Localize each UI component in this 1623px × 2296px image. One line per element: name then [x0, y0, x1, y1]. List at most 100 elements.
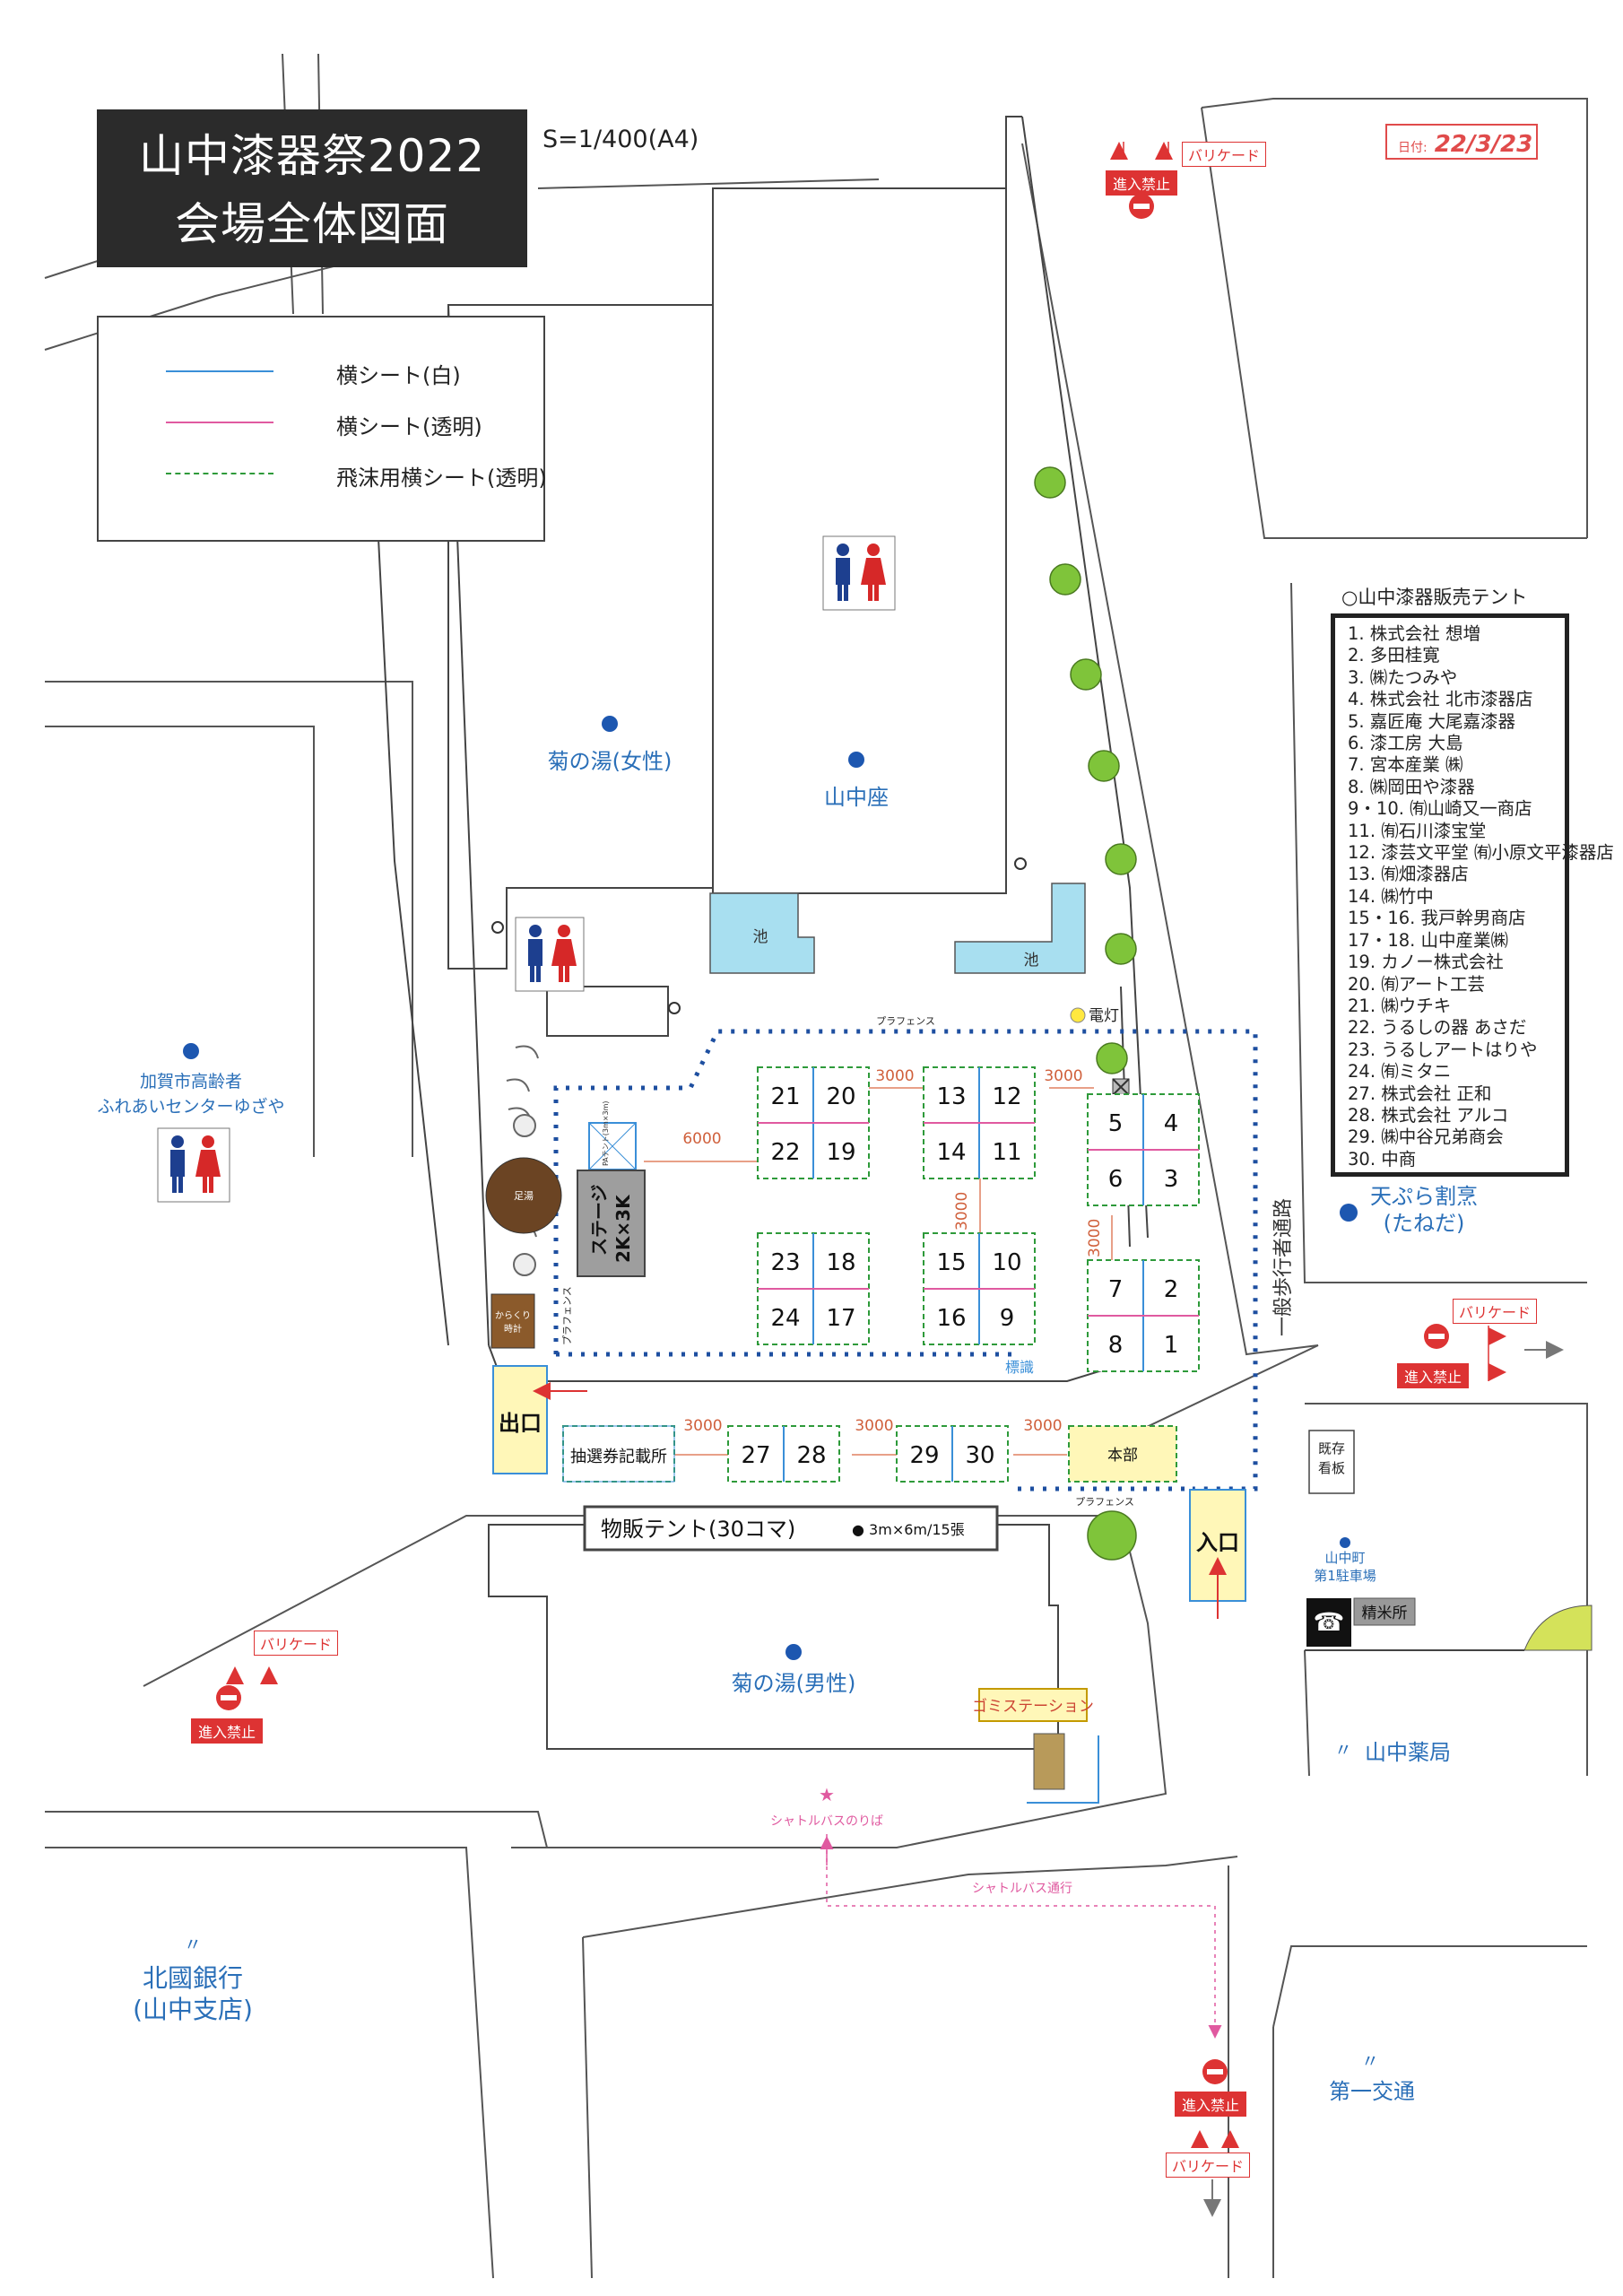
dim-3000-d: 3000 — [1086, 1219, 1104, 1257]
vendor-list-item: 11. ㈲石川漆宝堂 — [1348, 820, 1487, 841]
vendor-list-item: 28. 株式会社 アルコ — [1348, 1104, 1509, 1126]
title-box: 山中漆器祭2022 会場全体図面 — [97, 109, 527, 267]
vendor-list-item: 19. カノー株式会社 — [1348, 952, 1504, 973]
booth-number: 3 — [1164, 1166, 1179, 1193]
label-pa-tent: PAテント(3m×3m) — [602, 1101, 610, 1167]
label-honbu: 本部 — [1107, 1447, 1138, 1465]
booth-number: 28 — [796, 1442, 826, 1469]
label-fence-left: プラフェンス — [561, 1286, 573, 1345]
sales-tent-banner — [583, 1505, 999, 1552]
ashiyu-icon — [485, 1157, 562, 1234]
date-box: 日付: 22/3/23 — [1385, 124, 1538, 160]
shuttle-route — [826, 1834, 1222, 2039]
booth-number: 7 — [1108, 1276, 1124, 1303]
booth-number: 8 — [1108, 1332, 1124, 1359]
label-kikunoyu-women: 菊の湯(女性) — [548, 749, 673, 774]
vendor-list-item: 20. ㈲アート工芸 — [1348, 973, 1486, 995]
vendor-list-item: 2. 多田桂寛 — [1348, 645, 1440, 666]
date-label: 日付: — [1398, 141, 1428, 155]
barricade-left — [216, 1666, 278, 1710]
street-outlines — [44, 53, 1588, 2279]
legend-item-white-sheet: 横シート(白) — [166, 358, 542, 388]
pond-left — [709, 892, 815, 974]
barricade-bottom — [1191, 2059, 1239, 2217]
pond-right-label: 池 — [1024, 952, 1039, 970]
booth-number: 10 — [992, 1249, 1021, 1276]
label-ditto-yakkyoku: 〃 — [1334, 1739, 1352, 1761]
booth-number: 12 — [992, 1083, 1021, 1110]
booth-number: 19 — [826, 1139, 855, 1166]
dim-3000-a: 3000 — [875, 1067, 914, 1085]
booth-number: 24 — [770, 1305, 800, 1332]
dim-3000-c: 3000 — [953, 1192, 971, 1231]
label-exit: 出口 — [499, 1411, 542, 1436]
garbage-station — [978, 1688, 1088, 1722]
vendor-list-item: 22. うるしの器 あさだ — [1348, 1017, 1527, 1039]
dim-3000-b: 3000 — [1044, 1067, 1082, 1085]
vendor-list-item: 17・18. 山中産業㈱ — [1348, 929, 1509, 951]
building-yamanakaza — [712, 187, 1007, 894]
booth-number: 1 — [1164, 1332, 1179, 1359]
label-karakuri-2: 時計 — [504, 1323, 522, 1335]
label-dento: 電灯 — [1089, 1007, 1119, 1025]
dim-6000: 6000 — [682, 1130, 721, 1148]
vendor-list-item: 8. ㈱岡田や漆器 — [1348, 776, 1475, 797]
label-kizon-2: 看板 — [1318, 1460, 1345, 1476]
label-ashiyu: 足湯 — [514, 1190, 534, 1202]
booth-number: 4 — [1164, 1110, 1179, 1137]
booth-number: 9 — [1000, 1305, 1015, 1332]
tree-icon — [1034, 466, 1066, 499]
label-center-1: 加賀市高齢者 — [140, 1072, 242, 1091]
label-fence-top: プラフェンス — [876, 1015, 935, 1027]
vendor-list-item: 9・10. ㈲山崎又一商店 — [1348, 798, 1532, 820]
booth-number: 23 — [770, 1249, 800, 1276]
booth-number: 21 — [770, 1083, 800, 1110]
karakuri-clock — [490, 1293, 535, 1349]
streetlight-icon — [1070, 1007, 1086, 1023]
vendor-list-item: 30. 中商 — [1348, 1148, 1417, 1170]
legend-item-clear-sheet: 横シート(透明) — [166, 409, 542, 439]
small-markers — [491, 857, 1027, 1014]
label-path: 一般歩行者通路 — [1272, 1198, 1295, 1336]
barricade-label-top: バリケード — [1182, 142, 1267, 167]
title-line-1: 山中漆器祭2022 — [138, 130, 486, 182]
no-entry-label-top: 進入禁止 — [1106, 170, 1178, 196]
tree-icon — [1105, 933, 1137, 965]
vendor-list-item: 13. ㈲畑漆器店 — [1348, 864, 1469, 885]
booth-number: 27 — [741, 1442, 770, 1469]
date-value: 22/3/23 — [1434, 131, 1533, 158]
phone-icon — [1306, 1598, 1351, 1647]
tree-icon — [1088, 750, 1120, 782]
label-yakkyoku: 山中薬局 — [1365, 1740, 1451, 1765]
vendor-list-item: 6. 漆工房 大島 — [1348, 733, 1463, 754]
booth-number: 22 — [770, 1139, 800, 1166]
label-daiichi: 第一交通 — [1329, 2079, 1415, 2104]
label-kizon-1: 既存 — [1318, 1440, 1345, 1457]
label-parking-1: 山中町 — [1324, 1550, 1365, 1566]
label-hokkoku-1: 北國銀行 — [143, 1963, 243, 1993]
label-sales-tent: 物販テント(30コマ) — [601, 1517, 795, 1542]
tree-icon — [1070, 658, 1102, 691]
barricade-label-left: バリケード — [254, 1631, 339, 1656]
legend-label: 飛沫用横シート(透明) — [336, 465, 547, 491]
vendor-list-item: 29. ㈱中谷兄弟商会 — [1348, 1126, 1504, 1148]
label-shuttle-route: シャトルバス通行 — [972, 1882, 1072, 1896]
booth-number: 11 — [992, 1139, 1021, 1166]
dim-3000-e: 3000 — [683, 1417, 722, 1435]
legend-item-splash-sheet: 飛沫用横シート(透明) — [166, 460, 547, 491]
booth-number: 13 — [936, 1083, 966, 1110]
trees — [1034, 466, 1137, 1561]
ponds — [709, 883, 1086, 974]
legend: 横シート(白) 横シート(透明) 飛沫用横シート(透明) — [97, 316, 547, 542]
booth-number: 14 — [936, 1139, 966, 1166]
booth-number: 5 — [1108, 1110, 1124, 1137]
toilet-icon-center — [157, 1127, 230, 1203]
barricade-top — [1110, 142, 1173, 219]
dim-3000-g: 3000 — [1023, 1417, 1062, 1435]
label-parking-2: 第1駐車場 — [1314, 1568, 1376, 1584]
title-line-2: 会場全体図面 — [175, 198, 449, 250]
booth-number: 6 — [1108, 1166, 1124, 1193]
booth-number: 15 — [936, 1249, 966, 1276]
pond-right — [954, 883, 1086, 974]
booth-number: 29 — [909, 1442, 939, 1469]
